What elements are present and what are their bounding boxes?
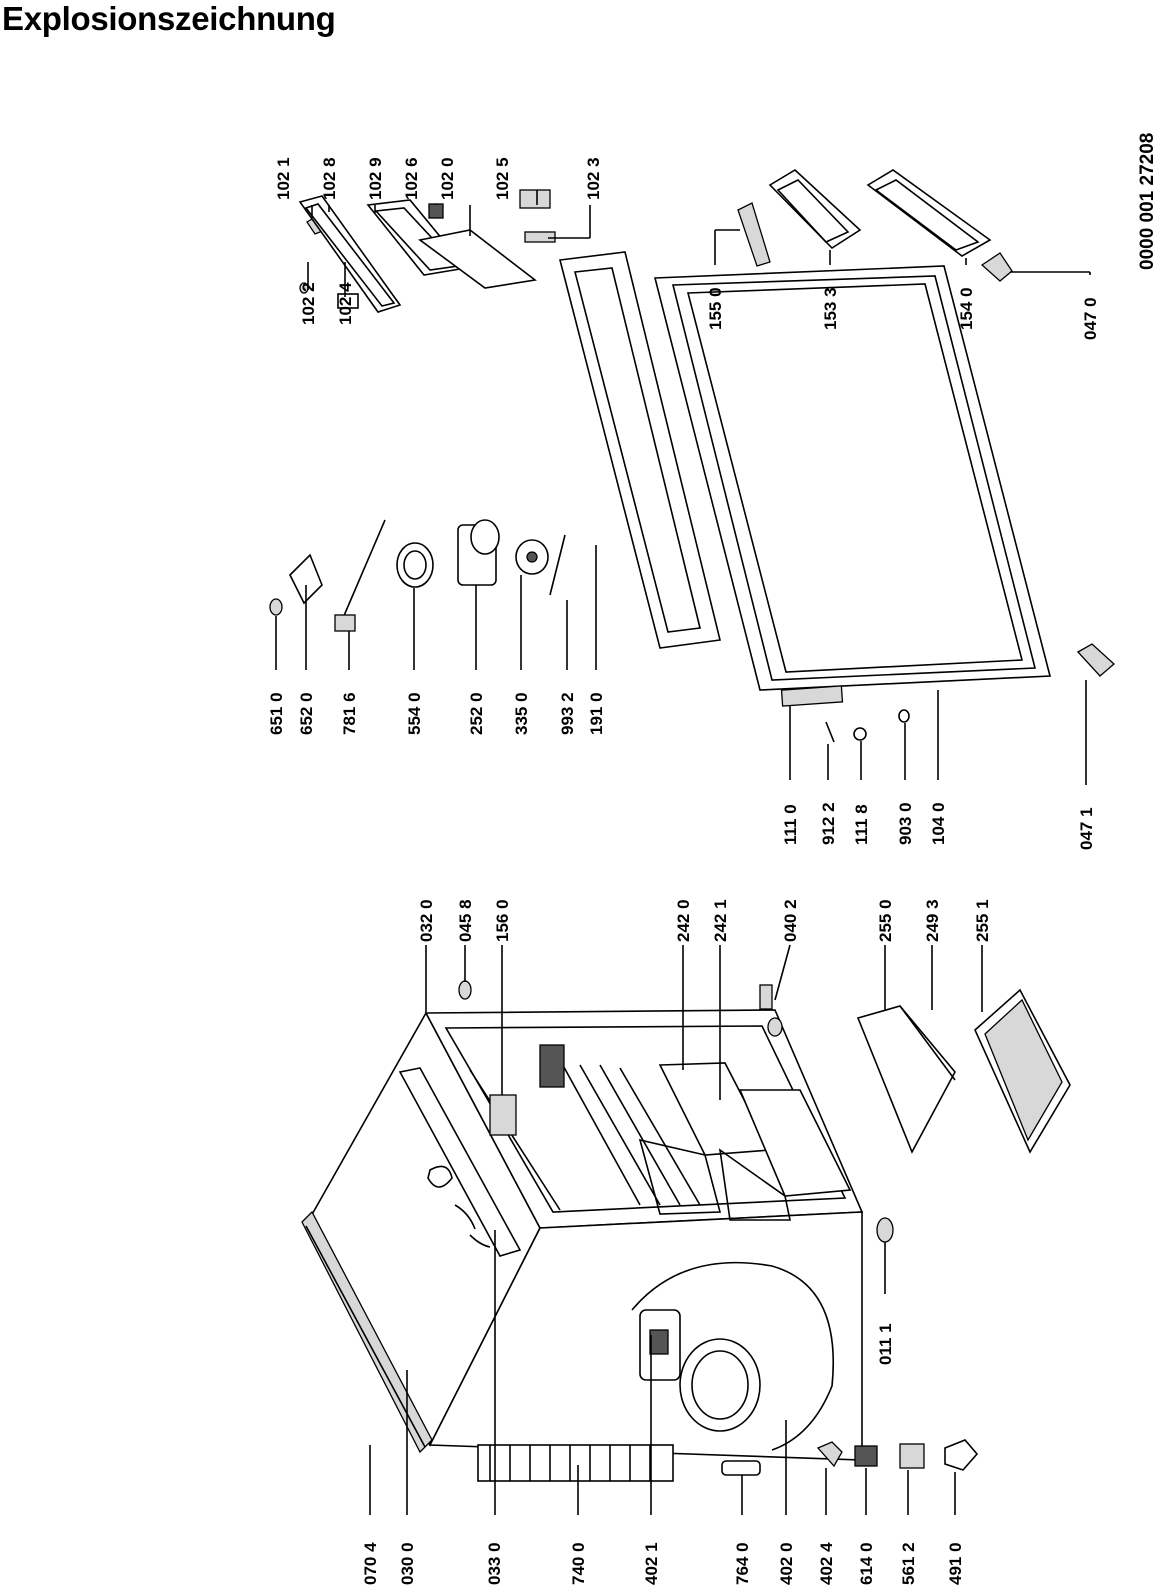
label-1025: 102 5	[493, 157, 512, 200]
label-1910: 191 0	[587, 692, 606, 735]
label-4024: 402 4	[817, 1542, 836, 1585]
label-0471: 047 1	[1077, 807, 1096, 850]
freezer-gasket-shape	[298, 195, 402, 313]
document-number: 0000 001 27208	[1137, 133, 1158, 270]
wire-shelf-grid-shape	[984, 998, 1063, 1142]
part-7816-shape	[334, 614, 356, 632]
door-assembly	[269, 251, 1115, 743]
label-1040: 104 0	[929, 802, 948, 845]
egg-tray-shape	[737, 202, 771, 267]
drier-shape	[721, 1460, 761, 1476]
part-1118-shape	[853, 727, 867, 741]
label-0111: 011 1	[876, 1323, 895, 1365]
label-5612: 561 2	[899, 1542, 918, 1585]
label-2551: 255 1	[973, 899, 992, 942]
label-0402: 040 2	[781, 899, 800, 942]
label-6510: 651 0	[267, 692, 286, 735]
part-1024-shape	[337, 293, 359, 309]
label-2420: 242 0	[674, 899, 693, 942]
screw-0458-shape	[458, 980, 472, 1000]
cabinet-assembly	[301, 980, 1071, 1482]
label-1560: 156 0	[493, 899, 512, 942]
freezer-door-shape	[418, 229, 537, 289]
thermostat-shape	[289, 553, 323, 605]
label-6140: 614 0	[857, 1542, 876, 1585]
label-2421: 242 1	[711, 899, 730, 942]
inner-egg-tray-shape	[489, 1094, 517, 1136]
condenser-shape	[477, 1444, 674, 1482]
label-3350: 335 0	[512, 692, 531, 735]
label-9932: 993 2	[558, 692, 577, 735]
label-1110: 111 0	[781, 804, 800, 845]
hinge-bracket-shape	[759, 984, 773, 1010]
part-1023-shape	[524, 231, 556, 243]
label-1540: 154 0	[957, 287, 976, 330]
part-6140-shape	[854, 1445, 878, 1467]
page-title: Explosionszeichnung	[2, 0, 336, 37]
label-1118: 111 8	[852, 804, 871, 845]
label-9030: 903 0	[896, 802, 915, 845]
glass-shelf-shape	[856, 1005, 956, 1154]
label-2493: 249 3	[923, 899, 942, 942]
part-4910-shape	[944, 1439, 979, 1471]
part-6510-shape	[269, 598, 283, 616]
label-4910: 491 0	[946, 1542, 965, 1585]
label-1029: 102 9	[366, 157, 385, 200]
label-1020: 102 0	[438, 157, 457, 200]
label-4021: 402 1	[642, 1542, 661, 1585]
label-0300: 030 0	[398, 1542, 417, 1585]
label-1022: 102 2	[299, 282, 318, 325]
label-2550: 255 0	[876, 899, 895, 942]
part-labels: 070 4 030 0 033 0 740 0 402 1 764 0 402 …	[267, 133, 1158, 1585]
capillary-shape	[339, 519, 386, 626]
label-9122: 912 2	[819, 802, 838, 845]
part-1025-shape	[519, 189, 551, 209]
part-1026-shape	[428, 203, 444, 219]
inner-fan-shape	[539, 1044, 565, 1088]
label-1023: 102 3	[584, 157, 603, 200]
label-7400: 740 0	[569, 1542, 588, 1585]
label-0330: 033 0	[485, 1542, 504, 1585]
label-2520: 252 0	[467, 692, 486, 735]
label-0458: 045 8	[456, 899, 475, 942]
part-9030-shape	[898, 709, 910, 723]
label-1021: 102 1	[274, 157, 293, 200]
label-1533: 153 3	[821, 287, 840, 330]
freezer-and-bins	[298, 169, 992, 313]
label-1550: 155 0	[706, 287, 725, 330]
lamp-cover-shape	[396, 542, 434, 588]
label-4020: 402 0	[777, 1542, 796, 1585]
label-7640: 764 0	[733, 1542, 752, 1585]
label-1028: 102 8	[320, 157, 339, 200]
drawer-lower-shape	[738, 1089, 852, 1197]
label-5540: 554 0	[405, 692, 424, 735]
part-9932-shape	[549, 534, 566, 596]
label-0470: 047 0	[1081, 297, 1100, 340]
label-1024: 102 4	[336, 282, 355, 325]
door-bin-lower-shape	[866, 169, 992, 257]
hinge-0470-shape	[980, 252, 1013, 282]
part-4024-shape	[816, 1441, 843, 1468]
label-1026: 102 6	[402, 157, 421, 200]
foot-0111-shape	[876, 1217, 894, 1243]
hinge-0471-shape	[1076, 643, 1115, 677]
label-6520: 652 0	[297, 692, 316, 735]
leader-lines	[275, 190, 1091, 1515]
label-0704: 070 4	[361, 1542, 380, 1585]
part-5612-shape	[899, 1443, 925, 1469]
door-bin-upper-shape	[768, 169, 862, 250]
part-9122-shape	[825, 721, 835, 743]
label-7816: 781 6	[340, 692, 359, 735]
label-0320: 032 0	[417, 899, 436, 942]
door-panel-shape	[653, 265, 1052, 691]
hinge-0402-shape	[767, 1017, 783, 1037]
handle-1110-shape	[780, 685, 844, 707]
